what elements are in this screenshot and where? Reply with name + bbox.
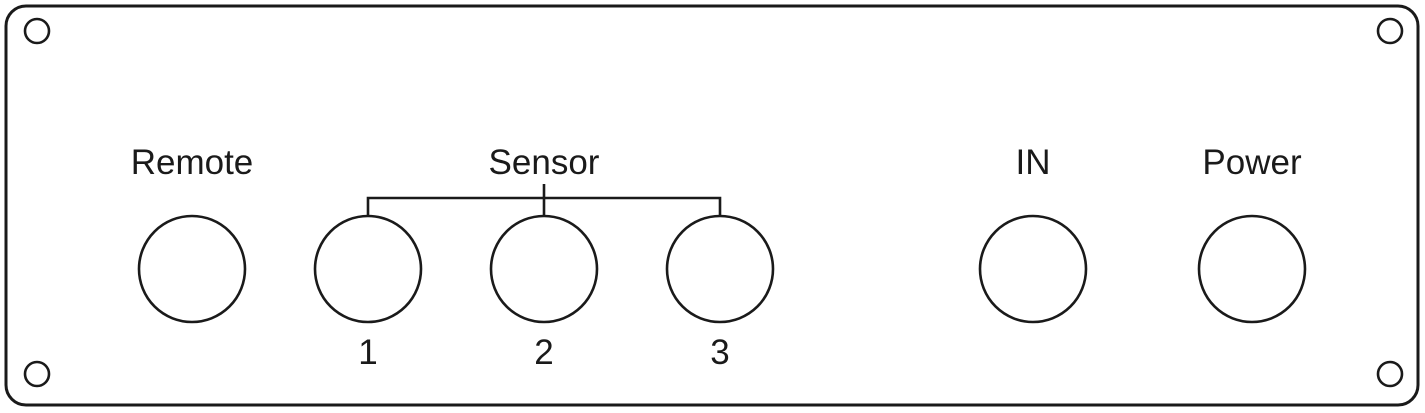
sensor-2-jack — [489, 214, 599, 324]
power-jack — [1197, 214, 1307, 324]
screw-hole-top-left — [23, 17, 51, 45]
sensor-1-number: 1 — [358, 333, 377, 372]
sensor-label: Sensor — [489, 143, 600, 182]
sensor-3-number: 3 — [710, 333, 729, 372]
screw-hole-bottom-right — [1376, 360, 1404, 388]
sensor-2-number: 2 — [534, 333, 553, 372]
in-jack — [978, 214, 1088, 324]
sensor-3-jack — [665, 214, 775, 324]
screw-hole-top-right — [1376, 17, 1404, 45]
remote-jack — [137, 214, 247, 324]
sensor-bracket — [366, 184, 722, 215]
power-label: Power — [1202, 143, 1302, 182]
sensor-1-jack — [313, 214, 423, 324]
screw-hole-bottom-left — [23, 360, 51, 388]
remote-label: Remote — [131, 143, 254, 182]
in-label: IN — [1016, 143, 1051, 182]
